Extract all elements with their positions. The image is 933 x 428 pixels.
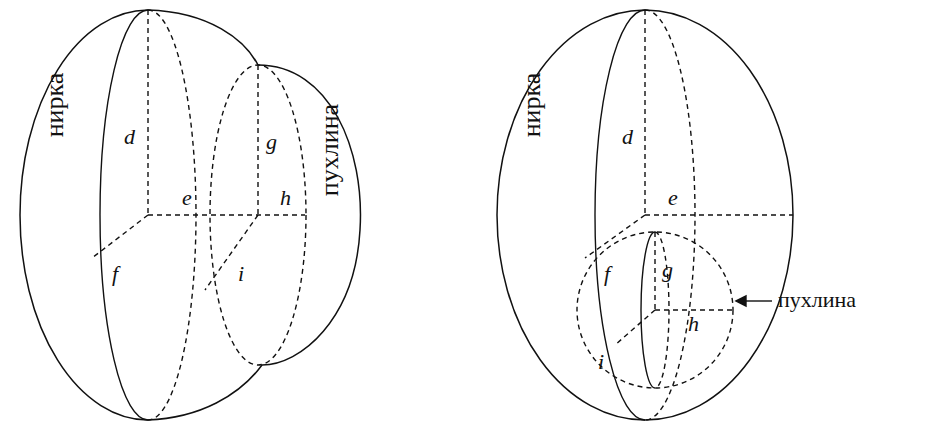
kidney-meridian [595, 10, 645, 420]
dimension-letter: d [622, 125, 633, 149]
kidney-outline: нирка [18, 6, 268, 424]
kidney-outline: нирка [495, 6, 797, 424]
dimension-letter: g [662, 258, 673, 282]
kidney-outline [148, 365, 262, 420]
dimension-letter: e [182, 186, 192, 210]
dimension-letter: d [124, 125, 135, 149]
dimension-letter: i [598, 350, 604, 374]
dimension-letter: h [280, 186, 291, 210]
arrow-head [736, 296, 746, 306]
organ-label: нирка [519, 73, 545, 138]
dimension-letter: e [668, 186, 678, 210]
dimension-lines [92, 10, 306, 420]
kidney-outline [18, 6, 268, 424]
dimension-letter: g [266, 130, 277, 154]
dimension-letter: f [112, 262, 118, 286]
organ-label: пухлина [317, 104, 343, 196]
dimension-letter: h [688, 312, 699, 336]
dimension-letter: f [604, 262, 610, 286]
tumor-outline [210, 58, 375, 373]
tumor-meridian [641, 232, 655, 388]
callout-label: пухлина [778, 288, 856, 312]
kidney-outline [20, 10, 148, 420]
tumor-outline [258, 65, 360, 365]
kidney-meridian [100, 10, 148, 420]
dimension-letter: i [238, 262, 244, 286]
dimension-lines [577, 10, 793, 420]
organ-label: нирка [42, 73, 68, 138]
kidney-outline [148, 10, 258, 65]
kidney-outline [497, 10, 793, 420]
kidney-outline [495, 6, 797, 424]
tumor-outline: пухлина [210, 58, 375, 373]
